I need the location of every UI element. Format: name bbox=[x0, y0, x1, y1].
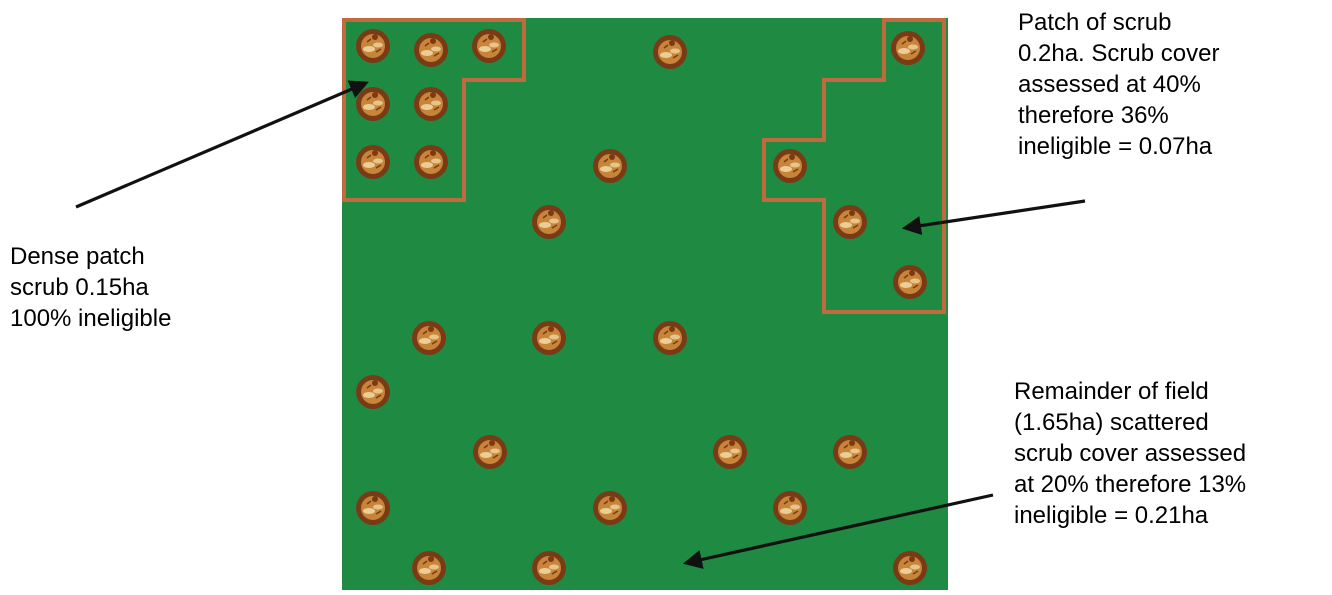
scrub-patch-callout: Patch of scrub 0.2ha. Scrub cover assess… bbox=[1018, 7, 1219, 162]
scrub-bush-icon bbox=[412, 551, 446, 585]
scrub-bush-icon bbox=[713, 435, 747, 469]
scrub-bush-icon bbox=[593, 491, 627, 525]
scrub-bush-icon bbox=[532, 551, 566, 585]
callout-line: 100% ineligible bbox=[10, 303, 171, 334]
scrub-bush-icon bbox=[891, 31, 925, 65]
callout-line: Dense patch bbox=[10, 241, 171, 272]
scrub-bush-icon bbox=[412, 321, 446, 355]
scrub-bush-icon bbox=[414, 145, 448, 179]
scrub-bush-icon bbox=[414, 87, 448, 121]
scrub-bush-icon bbox=[532, 321, 566, 355]
scrub-bush-icon bbox=[356, 29, 390, 63]
arrow-icon bbox=[76, 83, 366, 207]
callout-line: (1.65ha) scattered bbox=[1014, 407, 1246, 438]
callout-line: assessed at 40% bbox=[1018, 69, 1219, 100]
callout-line: scrub 0.15ha bbox=[10, 272, 171, 303]
scrub-bush-icon bbox=[773, 491, 807, 525]
scrub-bush-icon bbox=[414, 33, 448, 67]
scrub-bush-icon bbox=[473, 435, 507, 469]
callout-line: 0.2ha. Scrub cover bbox=[1018, 38, 1219, 69]
callout-line: therefore 36% bbox=[1018, 100, 1219, 131]
scrub-bush-icon bbox=[532, 205, 566, 239]
scrub-bush-icon bbox=[773, 149, 807, 183]
scrub-bush-icon bbox=[653, 321, 687, 355]
scrub-bush-icon bbox=[653, 35, 687, 69]
scrub-bush-icon bbox=[356, 145, 390, 179]
callout-line: at 20% therefore 13% bbox=[1014, 469, 1246, 500]
remainder-callout: Remainder of field (1.65ha) scattered sc… bbox=[1014, 376, 1246, 531]
scrub-bush-icon bbox=[356, 491, 390, 525]
callout-line: Patch of scrub bbox=[1018, 7, 1219, 38]
scrub-bush-icon bbox=[833, 435, 867, 469]
scrub-bush-icon bbox=[593, 149, 627, 183]
callout-line: scrub cover assessed bbox=[1014, 438, 1246, 469]
scrub-bush-icon bbox=[833, 205, 867, 239]
dense-patch-callout: Dense patch scrub 0.15ha 100% ineligible bbox=[10, 241, 171, 334]
callout-line: Remainder of field bbox=[1014, 376, 1246, 407]
scrub-bush-icon bbox=[893, 551, 927, 585]
scrub-bush-icon bbox=[356, 87, 390, 121]
scrub-bush-icon bbox=[356, 375, 390, 409]
callout-line: ineligible = 0.21ha bbox=[1014, 500, 1246, 531]
scrub-bush-icon bbox=[893, 265, 927, 299]
callout-line: ineligible = 0.07ha bbox=[1018, 131, 1219, 162]
scrub-bush-icon bbox=[472, 29, 506, 63]
